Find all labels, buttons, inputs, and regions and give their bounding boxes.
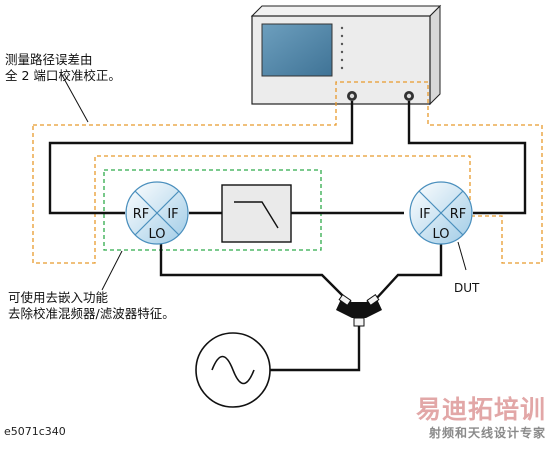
lowpass-filter-icon <box>234 201 279 229</box>
mixer-left-rf-label: RF <box>133 207 150 222</box>
mixer-right-rf-label: RF <box>450 207 467 222</box>
filter-block <box>221 184 292 243</box>
de-embed-note: 可使用去嵌入功能 去除校准混频器/滤波器特征。 <box>8 290 175 322</box>
watermark-subtitle: 射频和天线设计专家 <box>428 426 546 440</box>
mixer-right-lo-label: LO <box>432 227 449 242</box>
dut-label: DUT <box>454 281 480 295</box>
de-embed-line-1: 可使用去嵌入功能 <box>8 290 109 305</box>
signal-source <box>195 332 361 408</box>
mixer-left-if-label: IF <box>167 207 178 222</box>
mixer-right-if-label: IF <box>419 207 430 222</box>
power-splitter <box>336 293 382 327</box>
error-correction-line-1: 测量路径误差由 <box>5 52 93 67</box>
watermark: 易迪拓培训 射频和天线设计专家 <box>416 396 546 441</box>
de-embedding-boundary <box>103 169 322 251</box>
analyzer-screen <box>261 23 333 77</box>
leader-line-dut <box>457 241 467 271</box>
mixer-left-lo-label: LO <box>148 227 165 242</box>
de-embed-line-2: 去除校准混频器/滤波器特征。 <box>8 306 175 321</box>
sine-wave-icon <box>211 355 255 385</box>
network-analyzer <box>250 4 442 106</box>
watermark-title: 易迪拓培训 <box>415 395 546 424</box>
figure-id: e5071c340 <box>4 425 66 438</box>
error-correction-note: 测量路径误差由 全 2 端口校准校正。 <box>5 52 121 84</box>
error-correction-line-2: 全 2 端口校准校正。 <box>5 68 121 83</box>
mixer-left: RF IF LO <box>125 181 189 245</box>
signal-wires <box>48 101 527 340</box>
leader-line-de-embed <box>101 250 123 291</box>
leader-line-error-correction <box>61 74 89 123</box>
calibration-boundary <box>32 81 543 264</box>
mixer-right: IF RF LO <box>409 181 473 245</box>
